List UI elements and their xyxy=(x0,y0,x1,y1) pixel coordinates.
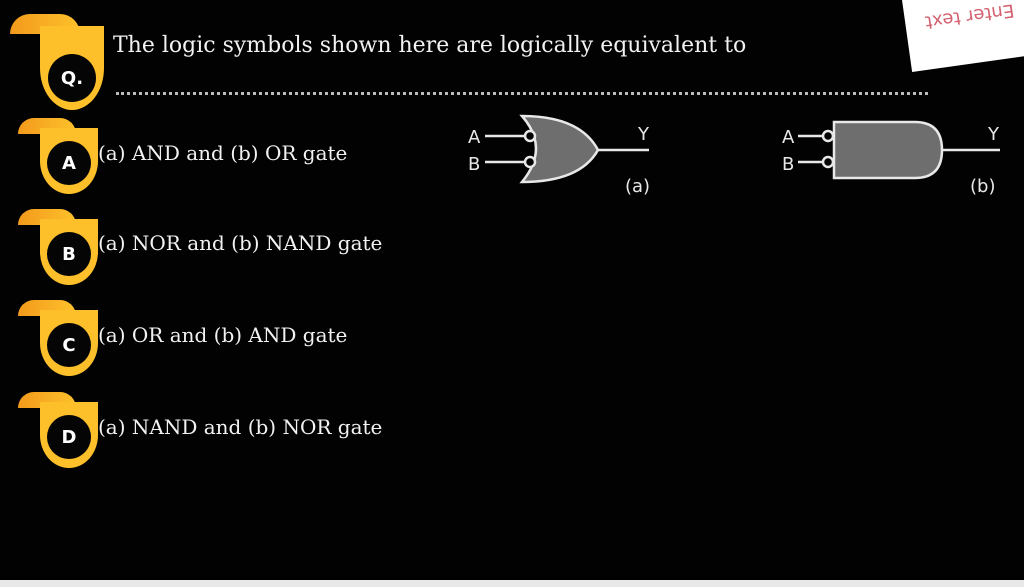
option-a-text: (a) AND and (b) OR gate xyxy=(98,141,348,165)
question-badge-label: Q. xyxy=(48,54,96,102)
option-b-letter: B xyxy=(47,232,91,276)
option-d-letter: D xyxy=(47,415,91,459)
bottom-edge xyxy=(0,580,1024,587)
option-b-text: (a) NOR and (b) NAND gate xyxy=(98,231,383,255)
or-gate-body xyxy=(519,114,600,184)
option-c-text: (a) OR and (b) AND gate xyxy=(98,323,348,347)
sticky-note-text: Enter text xyxy=(923,0,1016,33)
and-gate-body xyxy=(832,120,944,180)
option-d-text: (a) NAND and (b) NOR gate xyxy=(98,415,383,439)
gate-b-input-b-label: B xyxy=(782,154,794,175)
gate-a-caption: (a) xyxy=(625,176,650,197)
gate-a-inverter-bubble-a xyxy=(523,129,537,143)
gate-a-input-b-label: B xyxy=(468,154,480,175)
gate-a-input-a-label: A xyxy=(468,127,481,148)
gate-b-inverter-bubble-a xyxy=(821,129,835,143)
sticky-note[interactable]: Enter text xyxy=(899,0,1024,72)
gate-a xyxy=(485,114,649,184)
question-text: The logic symbols shown here are logical… xyxy=(113,33,747,58)
gate-b-caption: (b) xyxy=(970,176,995,197)
option-c-letter: C xyxy=(47,323,91,367)
gate-b-inverter-bubble-b xyxy=(821,155,835,169)
divider xyxy=(116,92,928,95)
gate-b-output-label: Y xyxy=(987,124,1000,145)
option-a-letter: A xyxy=(47,141,91,185)
gate-a-output-label: Y xyxy=(637,124,650,145)
gate-b-input-a-label: A xyxy=(782,127,795,148)
logic-gates-figure: A B Y (a) A B Y (b) xyxy=(468,114,1000,197)
gate-b xyxy=(798,120,1000,180)
gate-a-inverter-bubble-b xyxy=(523,155,537,169)
